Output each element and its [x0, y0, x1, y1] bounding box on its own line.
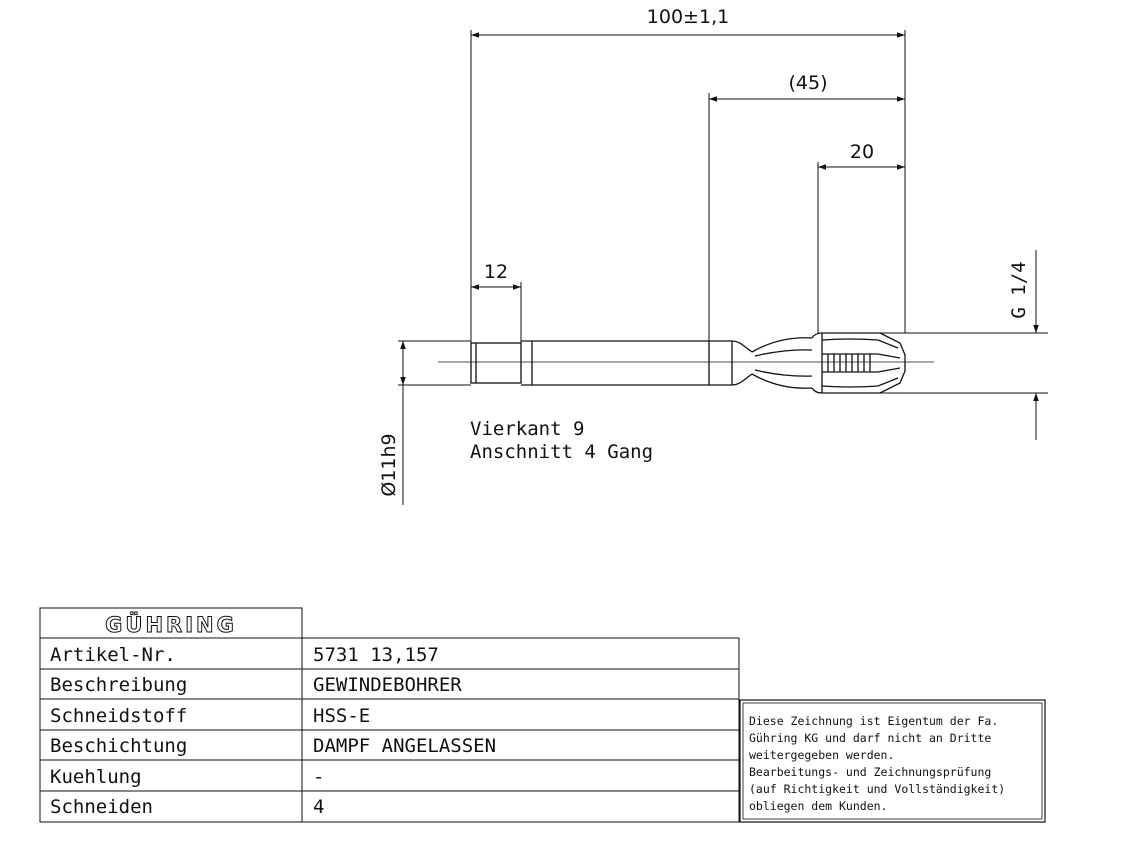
disclaimer-line: (auf Richtigkeit und Vollständigkeit) — [749, 782, 1005, 796]
tap-tool-outline — [438, 332, 934, 394]
row-label-cooling: Kuehlung — [50, 766, 142, 788]
row-value-cooling: - — [313, 766, 324, 788]
title-block-rows: Artikel-Nr. 5731 13,157 Beschreibung GEW… — [50, 644, 496, 818]
dim-square-length: 12 — [484, 261, 508, 283]
disclaimer-line: weitergegeben werden. — [749, 748, 894, 762]
row-label-flutes: Schneiden — [50, 796, 153, 818]
row-value-material: HSS-E — [313, 705, 370, 727]
disclaimer-box — [739, 699, 1046, 823]
row-value-article: 5731 13,157 — [313, 644, 439, 666]
row-label-material: Schneidstoff — [50, 705, 187, 727]
dim-shank-diameter: Ø11h9 — [378, 433, 400, 496]
row-value-description: GEWINDEBOHRER — [313, 674, 462, 696]
dim-thread-size: G 1/4 — [1008, 261, 1030, 318]
disclaimer-line: obliegen dem Kunden. — [749, 799, 887, 813]
row-value-coating: DAMPF ANGELASSEN — [313, 735, 496, 757]
dimension-lines — [398, 30, 1048, 505]
dim-thread-section-length: (45) — [788, 72, 827, 94]
row-label-description: Beschreibung — [50, 674, 187, 696]
title-block — [39, 607, 740, 823]
note-chamfer: Anschnitt 4 Gang — [470, 441, 653, 463]
disclaimer-text: Diese Zeichnung ist Eigentum der Fa. Güh… — [749, 714, 1005, 813]
row-label-coating: Beschichtung — [50, 735, 187, 757]
row-value-flutes: 4 — [313, 796, 324, 818]
guehring-logo: GÜHRING — [105, 612, 237, 637]
disclaimer-line: Gühring KG und darf nicht an Dritte — [749, 731, 991, 745]
disclaimer-line: Bearbeitungs- und Zeichnungsprüfung — [749, 765, 991, 779]
dim-overall-length: 100±1,1 — [647, 6, 729, 28]
dim-cutting-length: 20 — [850, 141, 874, 163]
row-label-article: Artikel-Nr. — [50, 644, 176, 666]
note-square: Vierkant 9 — [470, 418, 584, 440]
disclaimer-line: Diese Zeichnung ist Eigentum der Fa. — [749, 714, 998, 728]
